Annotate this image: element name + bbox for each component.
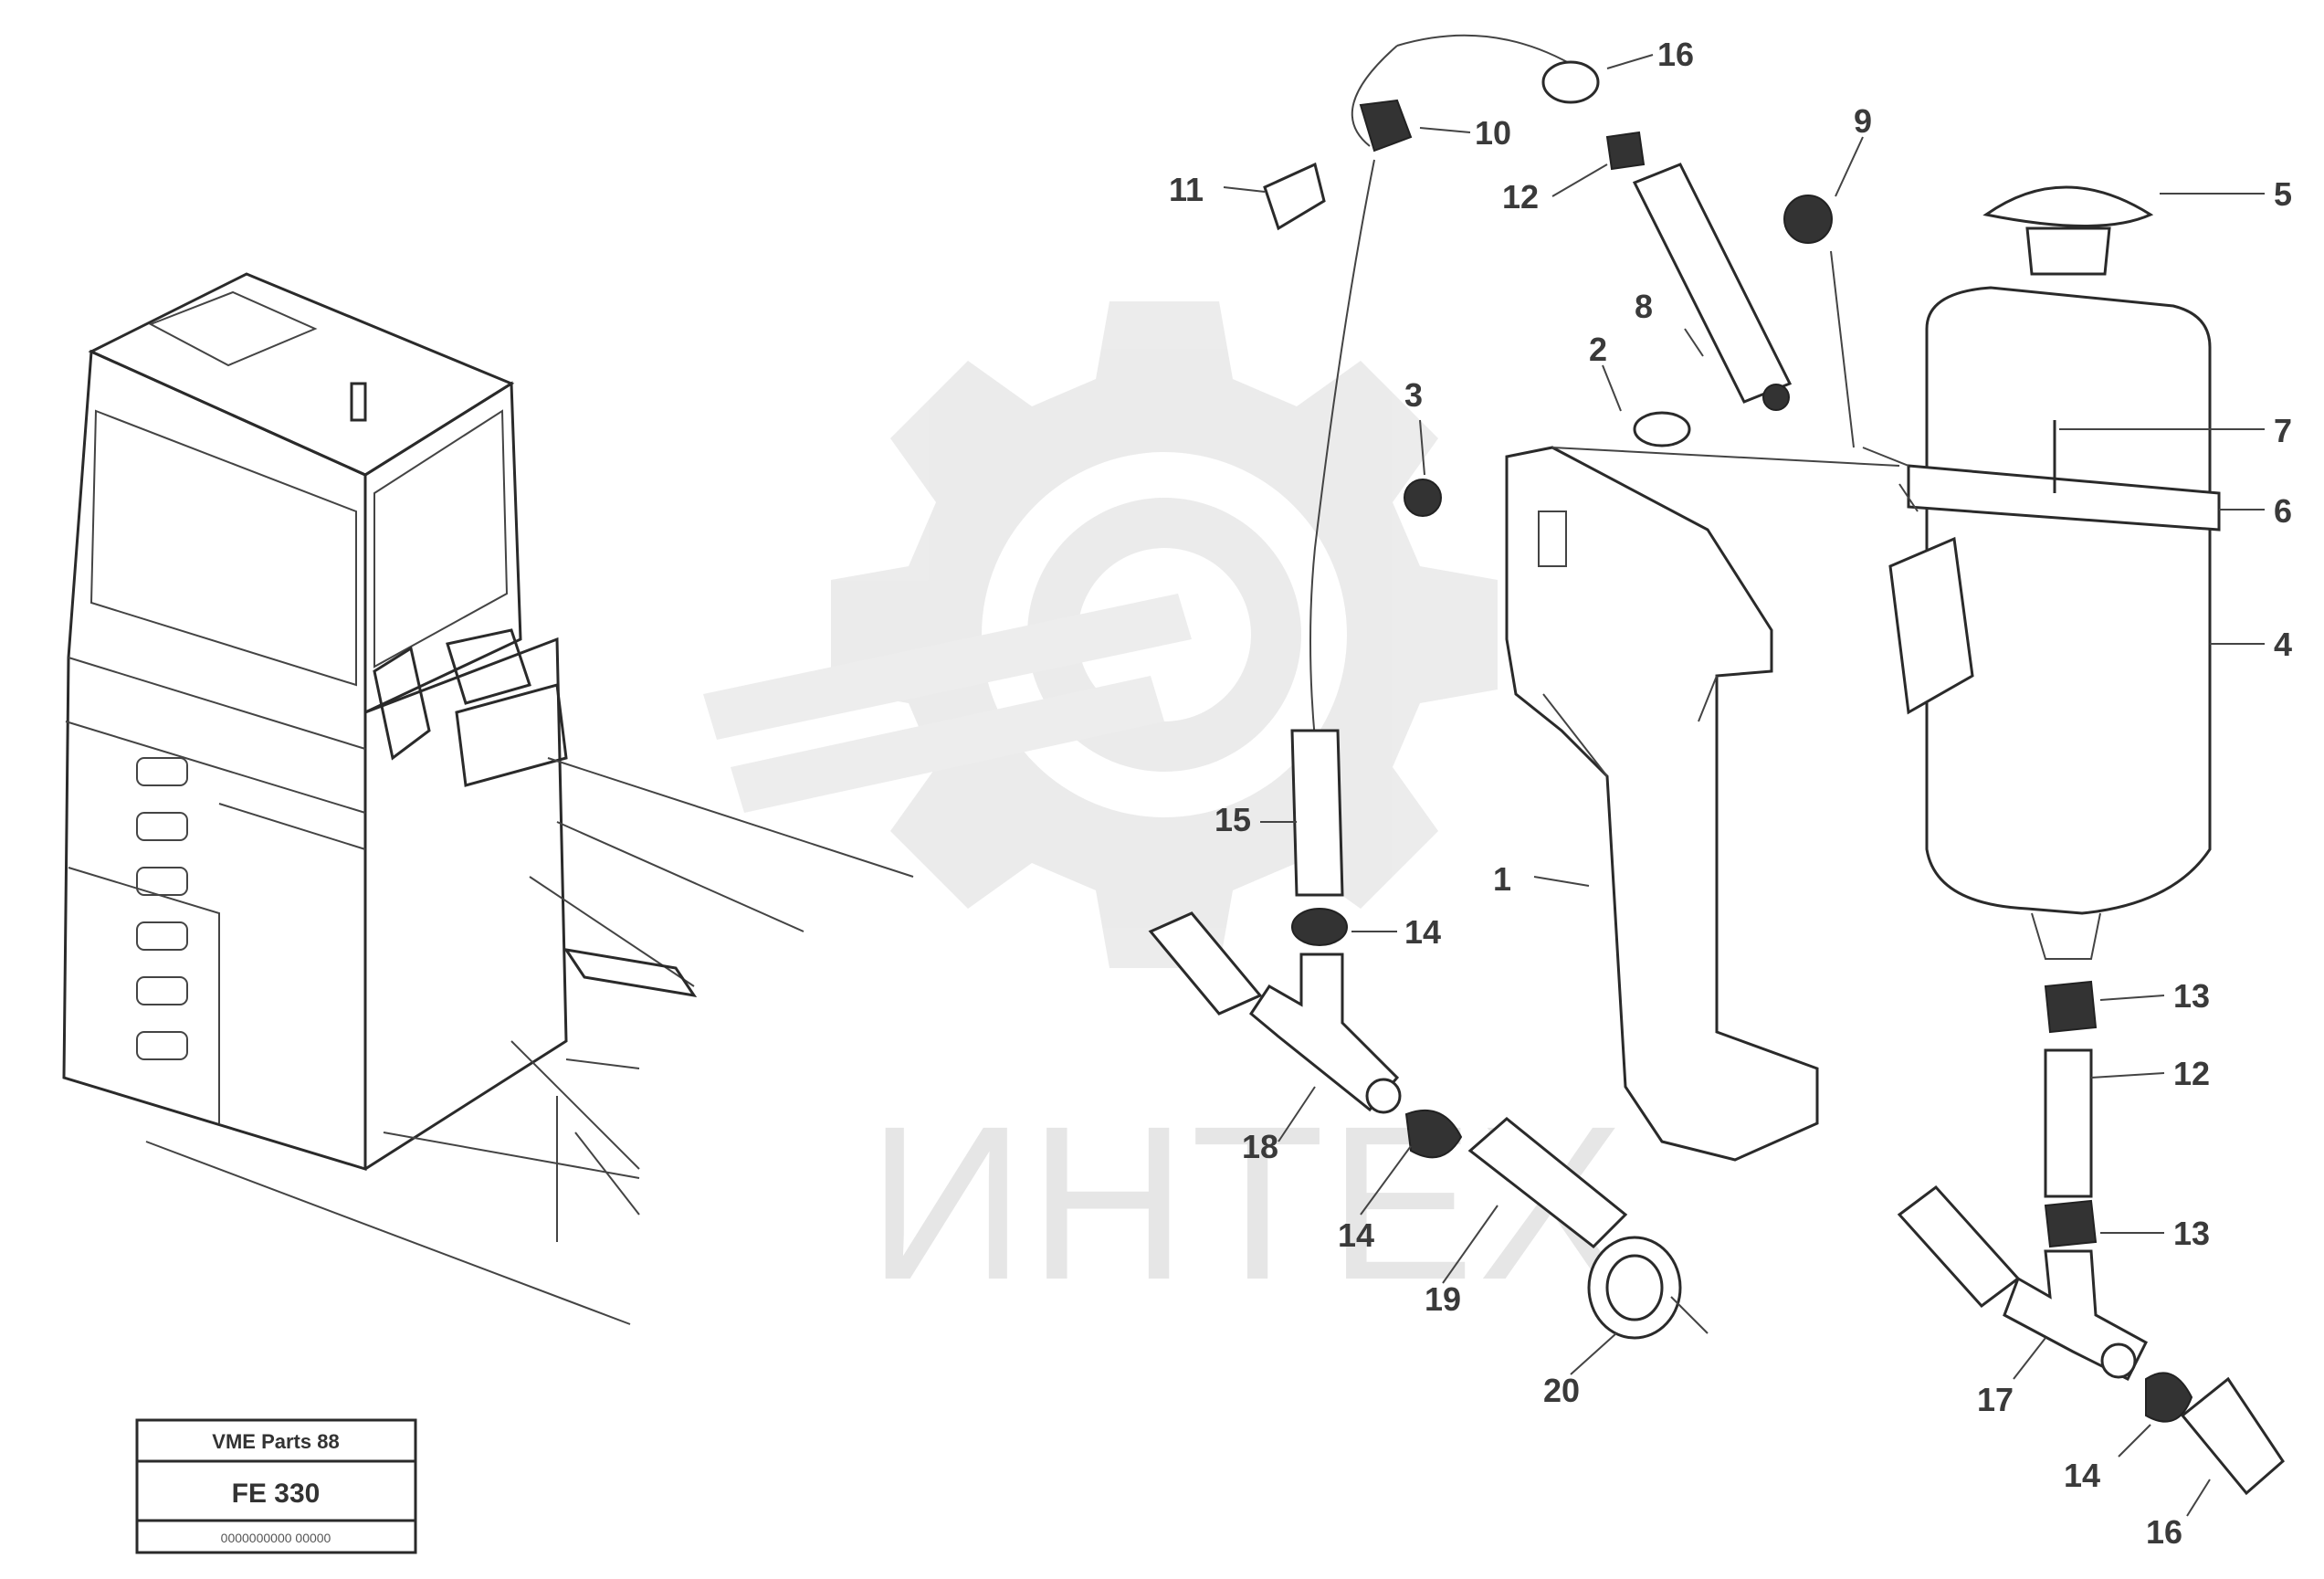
reference-box-footer: 0000000000 00000	[221, 1531, 331, 1545]
callout-17: 17	[1977, 1381, 2014, 1418]
washer-tank-part-4	[1862, 185, 2221, 960]
callout-1: 1	[1493, 860, 1511, 898]
cab-assembly	[62, 272, 914, 1325]
callout-16-bottom: 16	[2146, 1513, 2182, 1551]
callout-15: 15	[1215, 801, 1251, 838]
nut-part-3	[1404, 479, 1442, 517]
callout-14-right: 14	[2064, 1457, 2100, 1494]
callout-10: 10	[1475, 114, 1511, 152]
callout-6: 6	[2274, 492, 2292, 530]
reference-box-title: VME Parts 88	[212, 1430, 339, 1453]
callout-12-right: 12	[2173, 1055, 2210, 1092]
watermark-gear-icon	[703, 301, 1498, 968]
bolt-part-2	[1633, 411, 1691, 447]
leader-lines	[1223, 54, 2265, 1517]
watermark-text: ИНТЕХ	[868, 1080, 1628, 1325]
callout-13-top: 13	[2173, 977, 2210, 1015]
callout-9: 9	[1854, 102, 1872, 140]
callout-4: 4	[2274, 626, 2292, 663]
lower-right-hoses	[1897, 980, 2285, 1496]
callout-5: 5	[2274, 175, 2292, 213]
callout-18: 18	[1242, 1128, 1278, 1165]
callout-16-top: 16	[1657, 36, 1694, 73]
callout-14-lower: 14	[1338, 1216, 1374, 1254]
clip-part-9	[1783, 195, 1855, 448]
callout-11: 11	[1169, 171, 1204, 208]
reference-box-code: FE 330	[232, 1479, 321, 1509]
callout-3: 3	[1404, 376, 1423, 414]
callout-19: 19	[1425, 1280, 1461, 1318]
callout-8: 8	[1635, 288, 1653, 325]
callout-14-center: 14	[1404, 913, 1441, 951]
callout-13-bottom: 13	[2173, 1215, 2210, 1252]
nozzle-assembly	[1263, 34, 1793, 741]
reference-box: VME Parts 88 FE 330 0000000000 00000	[135, 1418, 417, 1554]
callout-12-top: 12	[1502, 178, 1539, 216]
lower-center-hoses	[1148, 729, 1709, 1340]
callout-2: 2	[1589, 331, 1607, 368]
callout-20: 20	[1543, 1372, 1580, 1409]
callout-7: 7	[2274, 412, 2292, 449]
bracket-part-1	[1505, 446, 1900, 1162]
